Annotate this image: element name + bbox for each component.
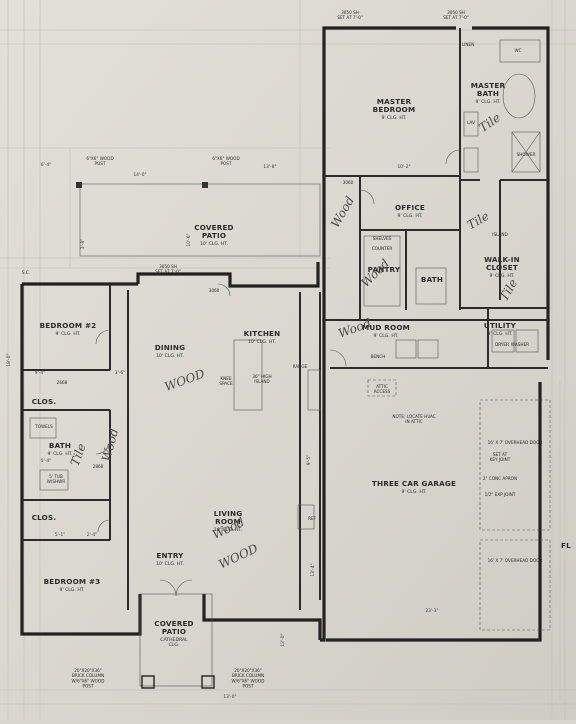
- dimension-d3: 3'-8": [80, 239, 86, 249]
- dimension-d5: 9'-4": [35, 370, 45, 376]
- room-utility-name: UTILITY: [484, 321, 517, 330]
- label-lav: LAV: [467, 120, 475, 125]
- room-kitchen-ceiling: 10' CLG. HT.: [248, 339, 276, 345]
- room-entry-ceiling: 10' CLG. HT.: [156, 561, 184, 567]
- label-conc-apron: 2" CONC APRON: [483, 476, 517, 481]
- dimension-d4: 5'-1": [55, 532, 65, 538]
- label-sc: S.C.: [22, 270, 30, 275]
- exterior-walls: [20, 26, 550, 642]
- room-master-bedroom-ceiling: 9' CLG. HT.: [381, 115, 406, 121]
- label-range: RANGE: [293, 364, 308, 369]
- rear-patio: [76, 182, 321, 257]
- label-exp-joint: 1/2" EXP JOINT: [485, 492, 516, 497]
- room-pantry-name: PANTRY: [368, 265, 401, 274]
- label-wc: WC: [514, 48, 521, 53]
- dimension-d2: 6'-4": [41, 162, 51, 168]
- dimension-patio-width: 13'-8": [263, 164, 276, 170]
- room-clos1-name: CLOS.: [32, 397, 57, 406]
- dimension-d8: 2'-4": [87, 532, 97, 538]
- label-bench: BENCH: [371, 354, 386, 359]
- room-garage-ceiling: 9' CLG. HT.: [401, 489, 426, 495]
- dimension-left-total: 18'-0": [6, 353, 12, 366]
- room-kitchen-name: KITCHEN: [244, 329, 281, 338]
- room-covered-patio-rear-ceiling: 10' CLG. HT.: [200, 241, 228, 247]
- room-bath-small-name: BATH: [421, 275, 443, 284]
- label-dryer: DRYER: [495, 342, 509, 347]
- sheet-edge-mark: FL: [561, 541, 571, 550]
- room-dining-ceiling: 10' CLG. HT.: [156, 353, 184, 359]
- label-linen: LINEN: [462, 42, 474, 47]
- label-counter: COUNTER: [372, 246, 393, 251]
- room-master-bath-ceiling: 9' CLG. HT.: [475, 99, 500, 105]
- room-bedroom2-ceiling: 9' CLG. HT.: [55, 331, 80, 337]
- label-door-2868: 2868: [93, 464, 104, 469]
- label-shelves: SHELVES: [373, 236, 392, 241]
- door-swings: [95, 149, 461, 597]
- label-garage-door-1: 16' X 7' OVERHEAD DOOR: [488, 440, 543, 445]
- interior-walls: [22, 28, 548, 610]
- room-clos2-name: CLOS.: [32, 513, 57, 522]
- room-mud-room-ceiling: 9' CLG. HT.: [373, 333, 398, 339]
- label-slider: 3060: [343, 180, 354, 185]
- room-bedroom2-name: BEDROOM #2: [40, 321, 97, 330]
- label-ref: REF: [308, 516, 317, 521]
- dimension-d1: 14'-0": [133, 172, 146, 178]
- garage-doors: [367, 379, 551, 631]
- label-door-2668: 2668: [57, 380, 68, 385]
- label-towels: TOWELS: [34, 424, 53, 429]
- label-washer: WASHER: [511, 342, 529, 347]
- fixtures: [29, 39, 541, 530]
- room-bath2-ceiling: 9' CLG. HT.: [47, 451, 72, 457]
- label-island: ISLAND: [492, 232, 508, 237]
- dimension-d9: 12'-0": [280, 633, 286, 646]
- room-bath2-name: BATH: [49, 441, 71, 450]
- room-bedroom3-ceiling: 9' CLG. HT.: [59, 587, 84, 593]
- room-office-name: OFFICE: [395, 203, 425, 212]
- room-mud-room-name: MUD ROOM: [362, 323, 410, 332]
- room-office-ceiling: 9' CLG. HT.: [397, 213, 422, 219]
- dimension-d10: 13'-0": [223, 694, 236, 700]
- room-bedroom3-name: BEDROOM #3: [44, 577, 101, 586]
- room-utility-ceiling: 9' CLG. HT.: [487, 331, 512, 337]
- dimension-d7: 5'-4": [41, 458, 51, 464]
- room-walkin-closet-ceiling: 9' CLG. HT.: [489, 273, 514, 279]
- room-garage-name: THREE CAR GARAGE: [372, 479, 456, 488]
- dimension-patio-depth: 10'-6": [186, 233, 192, 246]
- dimension-master-w: 10'-2": [397, 164, 410, 170]
- room-entry-name: ENTRY: [156, 551, 184, 560]
- label-shower: SHOWER: [517, 152, 536, 157]
- room-living-ceiling: 10' CLG. HT.: [214, 527, 242, 533]
- dimension-d12: 9'-5": [306, 455, 312, 465]
- label-garage-door-2: 16' X 7' OVERHEAD DOOR: [488, 558, 543, 563]
- label-window-3060: 3060: [209, 288, 220, 293]
- dimension-d11: 23'-3": [425, 608, 438, 614]
- dimension-d6: 3'-6": [115, 370, 125, 376]
- dimension-d13: 13'-4": [310, 563, 316, 576]
- room-dining-name: DINING: [155, 343, 185, 352]
